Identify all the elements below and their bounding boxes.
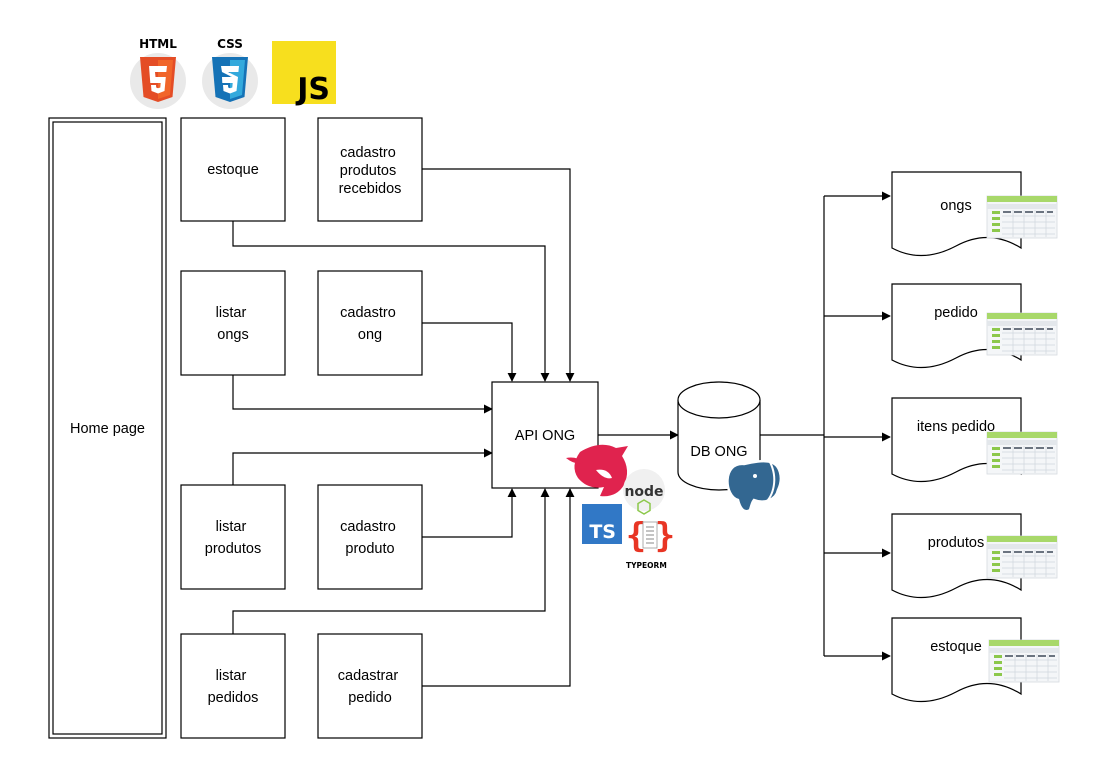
table-doc-estoque: estoque bbox=[891, 617, 1060, 703]
page-box-listar-ongs: listar ongs bbox=[180, 270, 286, 376]
svg-text:}: } bbox=[655, 516, 675, 556]
home-page-label: Home page bbox=[70, 421, 145, 437]
table-doc-itens-pedido: itens pedido bbox=[891, 397, 1058, 483]
javascript-logo-text: JS bbox=[295, 72, 330, 107]
nodejs-logo-text: node bbox=[624, 484, 663, 500]
page-label-cadastrar-pedido: cadastrar pedido bbox=[338, 668, 402, 706]
css3-logo: CSS bbox=[202, 37, 258, 109]
nestjs-logo bbox=[566, 444, 628, 497]
page-box-listar-pedidos: listar pedidos bbox=[180, 633, 286, 739]
typescript-logo-text: TS bbox=[589, 521, 616, 543]
page-box-cadastrar-pedido: cadastrar pedido bbox=[317, 633, 423, 739]
css3-logo-text: CSS bbox=[217, 37, 243, 51]
edge-listar-ongs-to-api bbox=[232, 375, 493, 414]
page-label-listar-produtos: listar produtos bbox=[205, 519, 261, 557]
edge-cadastro-produto-to-api bbox=[422, 488, 517, 538]
page-label-listar-pedidos: listar pedidos bbox=[208, 668, 259, 706]
db-label: DB ONG bbox=[690, 444, 747, 460]
page-label-cadastro-ong: cadastro ong bbox=[340, 305, 400, 343]
table-label-produtos: produtos bbox=[928, 535, 984, 551]
table-label-ongs: ongs bbox=[940, 198, 971, 214]
page-label-estoque: estoque bbox=[207, 162, 259, 178]
edge-cadastro-ong-to-api bbox=[422, 322, 517, 382]
edge-cadastrar-pedido-to-api bbox=[422, 488, 575, 687]
typescript-logo: TS bbox=[582, 504, 622, 544]
html5-logo: HTML bbox=[130, 37, 186, 109]
home-page-box: Home page bbox=[48, 117, 167, 739]
table-label-estoque: estoque bbox=[930, 639, 982, 655]
table-doc-pedido: pedido bbox=[891, 283, 1058, 369]
edge-estoque-to-api bbox=[232, 221, 550, 382]
edge-listar-pedidos-to-api bbox=[232, 488, 550, 634]
table-doc-produtos: produtos bbox=[891, 513, 1058, 599]
page-label-cadastro-produtos-recebidos: cadastro produtos recebidos bbox=[339, 145, 402, 197]
page-box-listar-produtos: listar produtos bbox=[180, 484, 286, 590]
page-box-cadastro-ong: cadastro ong bbox=[317, 270, 423, 376]
edge-listar-produtos-to-api bbox=[232, 448, 493, 485]
postgresql-logo bbox=[726, 459, 782, 513]
edge-cadastro-produtos-recebidos-to-api bbox=[422, 168, 575, 382]
javascript-logo: JS bbox=[272, 41, 336, 107]
typeorm-logo-text: TYPEORM bbox=[626, 561, 667, 570]
page-label-cadastro-produto: cadastro produto bbox=[340, 519, 400, 557]
table-doc-ongs: ongs bbox=[891, 171, 1058, 257]
table-label-itens-pedido: itens pedido bbox=[917, 419, 995, 435]
typeorm-logo: { } TYPEORM bbox=[626, 516, 675, 570]
nodejs-logo: node bbox=[623, 469, 665, 515]
svg-text:{: { bbox=[626, 516, 646, 556]
page-box-cadastro-produto: cadastro produto bbox=[317, 484, 423, 590]
api-label: API ONG bbox=[515, 428, 575, 444]
page-box-cadastro-produtos-recebidos: cadastro produtos recebidos bbox=[317, 117, 423, 222]
page-label-listar-ongs: listar ongs bbox=[216, 305, 251, 343]
html5-logo-text: HTML bbox=[139, 37, 177, 51]
page-box-estoque: estoque bbox=[180, 117, 286, 222]
table-label-pedido: pedido bbox=[934, 305, 978, 321]
